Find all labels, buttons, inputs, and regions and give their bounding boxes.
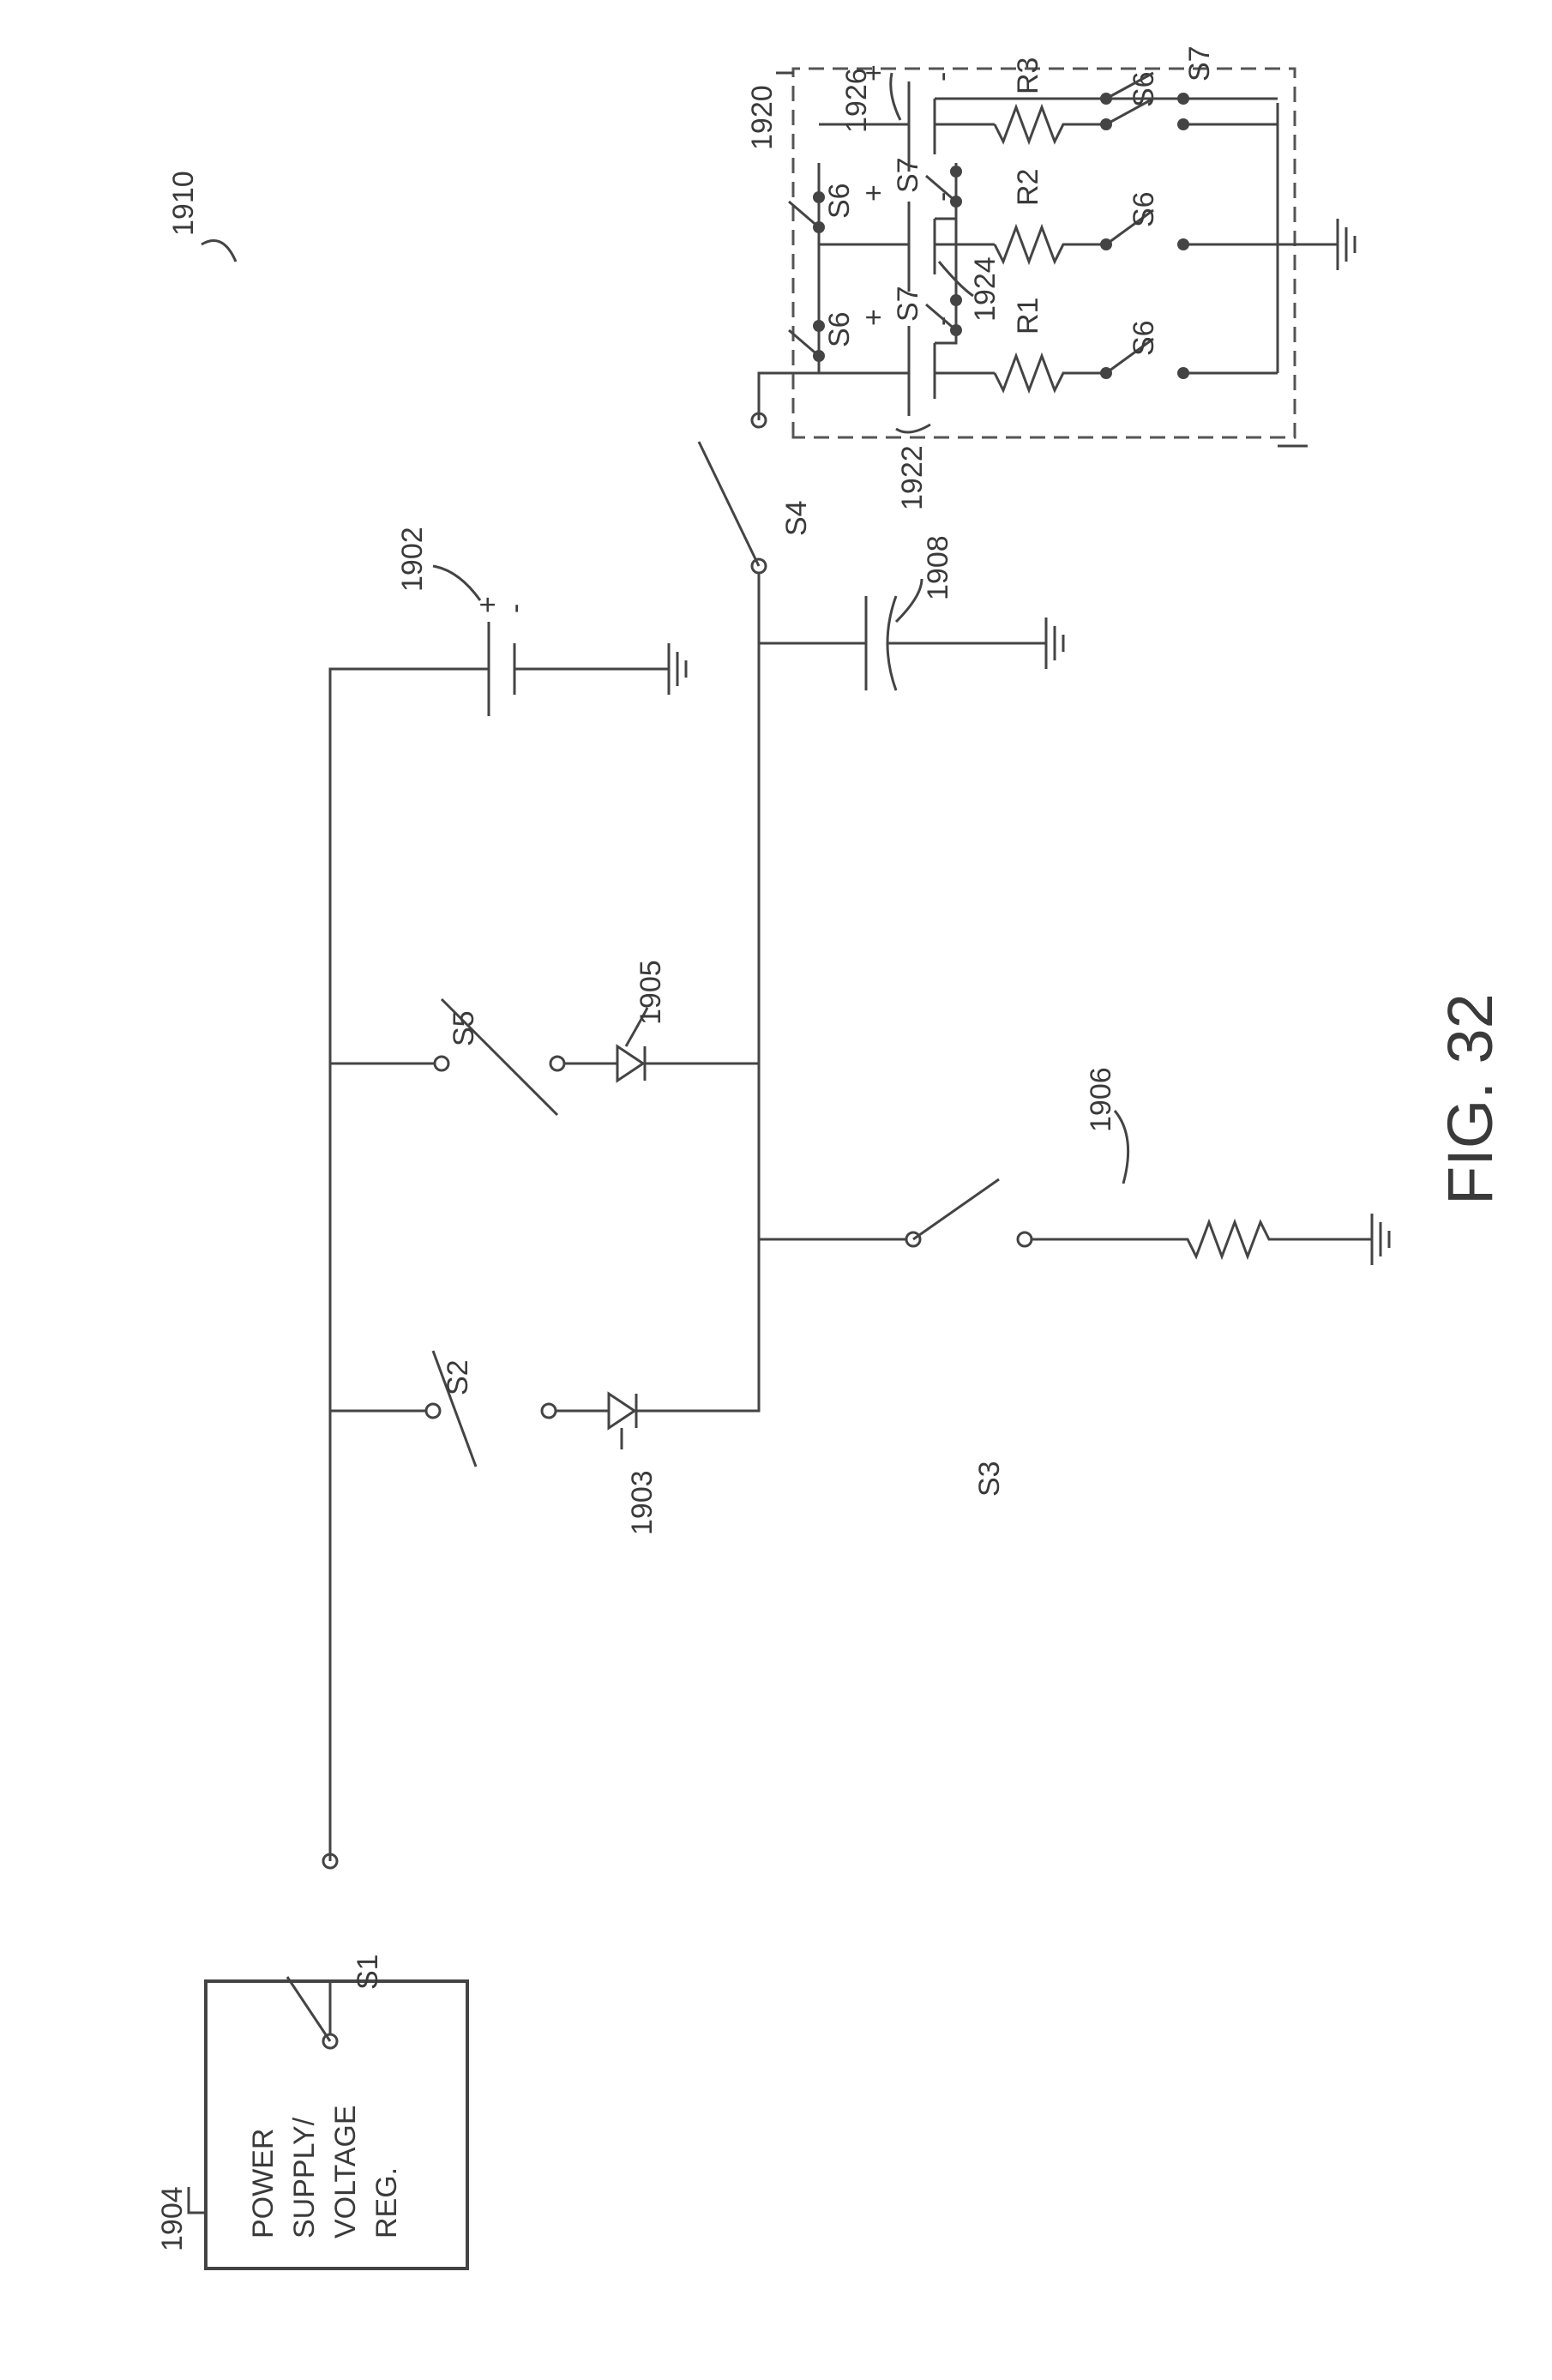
switch-s6-right-bottom: [1105, 97, 1154, 126]
battery-bank-enclosure: [791, 67, 1296, 439]
s5-terminal-a: [433, 1055, 450, 1072]
switch-s7-mid: [925, 174, 957, 203]
label-s7-left: S7: [892, 286, 924, 322]
ref-1903: 1903: [626, 1470, 659, 1535]
label-s4: S4: [780, 500, 813, 536]
s2-terminal-b: [540, 1402, 557, 1419]
battery-1926-minus: -: [926, 72, 959, 81]
s7-left-b: [950, 294, 962, 306]
s2-terminal-a: [424, 1402, 442, 1419]
power-box-line-1: POWER: [247, 2129, 280, 2238]
switch-s6-mid-top: [788, 200, 820, 229]
power-box-line-4: REG.: [370, 2167, 403, 2238]
leader-1910: [201, 239, 238, 262]
battery-1924-plus: +: [857, 184, 890, 202]
main-bus: [328, 667, 489, 1861]
ref-1924: 1924: [969, 256, 1002, 322]
switch-s1-blade: [286, 1976, 332, 2042]
label-s3: S3: [973, 1461, 1006, 1497]
resistor-r2: [993, 223, 1102, 266]
label-s2: S2: [442, 1359, 474, 1395]
battery-1922-plus: +: [857, 309, 890, 326]
resistor-r1: [993, 352, 1102, 395]
s5-terminal-b: [549, 1055, 566, 1072]
label-s6-left-top: S6: [823, 311, 856, 347]
leader-1908: [894, 578, 923, 624]
label-r2: R2: [1012, 169, 1044, 206]
ref-1904: 1904: [156, 2186, 189, 2251]
label-s7-right: S7: [1183, 45, 1216, 81]
resistor-1906: [1032, 1218, 1372, 1261]
switch-s2-blade: [431, 1350, 478, 1467]
battery-1922-minus: -: [926, 316, 959, 326]
switch-s6-left-bottom: [1105, 337, 1154, 375]
power-supply-box: [204, 1979, 469, 2270]
leader-1926: [889, 72, 902, 121]
figure-caption: FIG. 32: [1435, 993, 1506, 1205]
label-s6-left-bottom: S6: [1128, 320, 1160, 356]
ref-1910: 1910: [167, 171, 200, 236]
ref-1905: 1905: [635, 960, 667, 1025]
switch-s4-blade: [697, 441, 761, 567]
leader-1922: [895, 423, 931, 434]
s6-left-top-b: [813, 320, 825, 332]
leader-1905: [624, 1007, 649, 1047]
wire-s7-mid: [935, 163, 958, 220]
leader-1906: [1113, 1110, 1130, 1184]
diode-1903: [607, 1391, 638, 1431]
switch-s6-left-top: [788, 328, 820, 358]
battery-1926-plus: +: [857, 64, 890, 81]
switch-s3-blade: [912, 1178, 1000, 1241]
ref-1908: 1908: [922, 535, 954, 600]
resistor-r3: [993, 103, 1102, 146]
battery-1902-minus: -: [499, 604, 532, 613]
diode-1905: [616, 1044, 647, 1083]
label-s6-mid-top: S6: [823, 183, 856, 219]
label-s5: S5: [448, 1010, 480, 1046]
ref-1902: 1902: [396, 527, 429, 592]
switch-s5-blade: [440, 997, 559, 1117]
label-s6-mid-bottom: S6: [1128, 191, 1160, 227]
power-box-line-2: SUPPLY/: [288, 2117, 321, 2238]
s7-mid-b: [950, 166, 962, 178]
leader-1902: [432, 564, 482, 601]
wire-diode-1903-out: [636, 1063, 761, 1413]
ref-1926: 1926: [840, 68, 873, 133]
switch-s7-right: [1105, 71, 1154, 100]
leader-1924: [937, 261, 974, 298]
switch-s6-mid-bottom: [1105, 208, 1154, 246]
wire-s4-bank: [757, 371, 819, 420]
s6-mid-top-b: [813, 191, 825, 203]
s3-terminal-b: [1016, 1231, 1033, 1248]
ref-1920: 1920: [746, 85, 779, 150]
battery-1924-minus: -: [926, 192, 959, 202]
ref-1906: 1906: [1085, 1067, 1117, 1132]
ref-1922: 1922: [896, 445, 929, 510]
label-r3: R3: [1012, 57, 1044, 94]
switch-s7-left: [925, 303, 957, 332]
label-s1: S1: [352, 1954, 384, 1990]
label-r1: R1: [1012, 298, 1044, 334]
power-box-line-3: VOLTAGE: [329, 2105, 362, 2238]
leader-1904: [187, 2187, 206, 2214]
wire-s7-left: [935, 184, 958, 345]
